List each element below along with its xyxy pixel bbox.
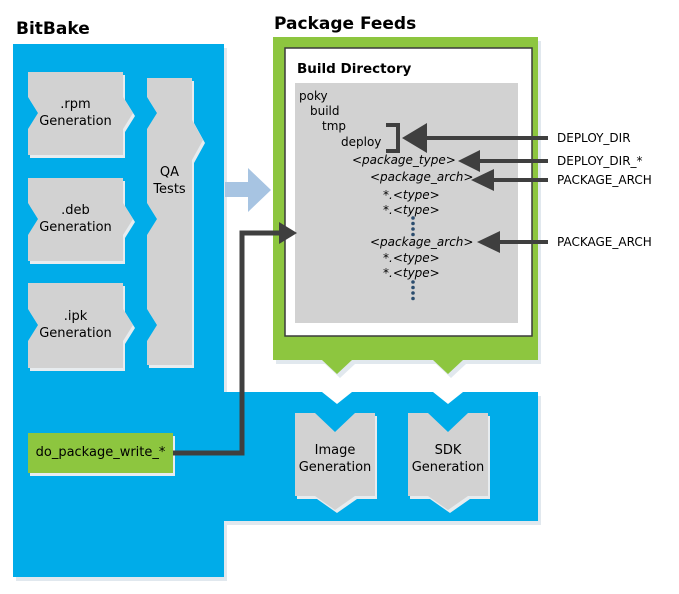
tree-item-deploy: deploy	[341, 135, 382, 149]
annotation-deploy-dir: DEPLOY_DIR	[557, 131, 631, 145]
directory-listing-box	[295, 83, 518, 323]
tree-item-package-type: <package_type>	[352, 153, 456, 167]
do-package-write-box	[28, 433, 173, 473]
build-directory-title: Build Directory	[297, 61, 412, 77]
tree-item-package-arch-1: <package_arch>	[370, 170, 474, 184]
image-generation-chevron	[295, 413, 375, 510]
rpm-generation-label: .rpm Generation	[39, 97, 112, 129]
tree-item-build: build	[310, 104, 340, 118]
bitbake-title: BitBake	[16, 19, 90, 39]
deploy-dir-star-arrowhead-icon	[458, 150, 480, 172]
tree-item-type-4: *.<type>	[383, 266, 440, 280]
tree-item-type-1: *.<type>	[383, 188, 440, 202]
annotation-package-arch-bottom: PACKAGE_ARCH	[557, 235, 652, 249]
do-package-write-label: do_package_write_*	[35, 445, 166, 460]
tree-item-type-3: *.<type>	[383, 251, 440, 265]
ipk-generation-chevron	[28, 283, 133, 368]
bitbake-to-feeds-arrow-icon	[225, 168, 271, 212]
rpm-generation-chevron	[28, 72, 133, 155]
tree-item-package-arch-2: <package_arch>	[370, 235, 474, 249]
deb-generation-label: .deb Generation	[39, 203, 112, 235]
tree-item-tmp: tmp	[322, 119, 347, 133]
package-feeds-title: Package Feeds	[274, 14, 417, 34]
sdk-generation-chevron	[408, 413, 488, 510]
deb-generation-chevron	[28, 178, 133, 261]
deploy-dir-arrowhead-icon	[402, 123, 427, 153]
task-connector-line	[173, 230, 279, 456]
annotation-deploy-dir-star: DEPLOY_DIR_*	[557, 154, 643, 168]
sdk-generation-label: SDK Generation	[411, 443, 485, 475]
ellipsis-dots-lower-icon	[411, 280, 415, 301]
task-connector-arrowhead-icon	[279, 222, 297, 244]
deploy-dir-bracket-icon	[386, 123, 400, 153]
ellipsis-dots-upper-icon	[411, 216, 415, 237]
ipk-generation-label: .ipk Generation	[39, 309, 112, 341]
image-generation-label: Image Generation	[298, 443, 372, 475]
qa-tests-label: QA Tests	[153, 165, 186, 197]
tree-item-poky: poky	[299, 89, 328, 103]
annotation-package-arch-top: PACKAGE_ARCH	[557, 173, 652, 187]
tree-item-type-2: *.<type>	[383, 203, 440, 217]
package-arch-top-arrowhead-icon	[471, 169, 494, 191]
package-arch-bottom-arrowhead-icon	[477, 231, 500, 253]
qa-tests-chevron	[147, 78, 203, 365]
